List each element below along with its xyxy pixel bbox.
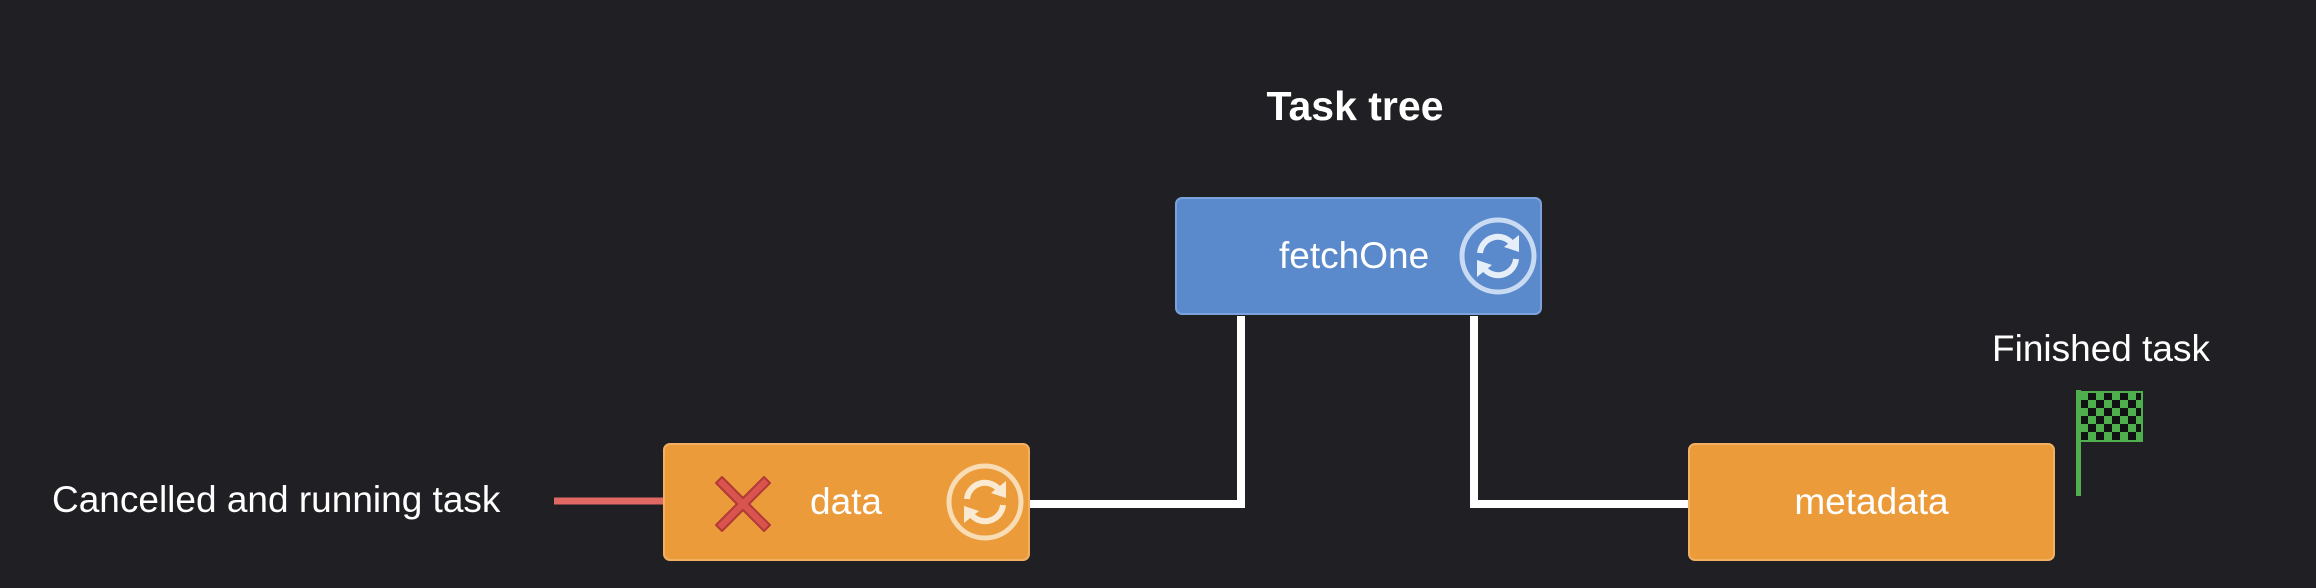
task-node-metadata: metadata	[1688, 443, 2055, 561]
task-label-fetchone: fetchOne	[1279, 235, 1430, 276]
cancel-x-icon	[715, 476, 771, 532]
task-node-data: data	[663, 443, 1030, 561]
connector-fetchone-to-metadata	[1470, 316, 1688, 508]
legend-finished: Finished task	[1992, 328, 2210, 369]
refresh-cycle-icon	[946, 463, 1024, 541]
legend-cancelled-running: Cancelled and running task	[52, 479, 501, 520]
checkered-flag-icon	[2076, 390, 2143, 496]
connector-fetchone-to-data	[1030, 316, 1245, 508]
task-label-metadata: metadata	[1794, 481, 1949, 522]
refresh-cycle-icon	[1459, 217, 1537, 295]
task-node-fetchone: fetchOne	[1175, 197, 1542, 315]
diagram-title: Task tree	[1266, 83, 1444, 129]
task-label-data: data	[810, 481, 883, 522]
